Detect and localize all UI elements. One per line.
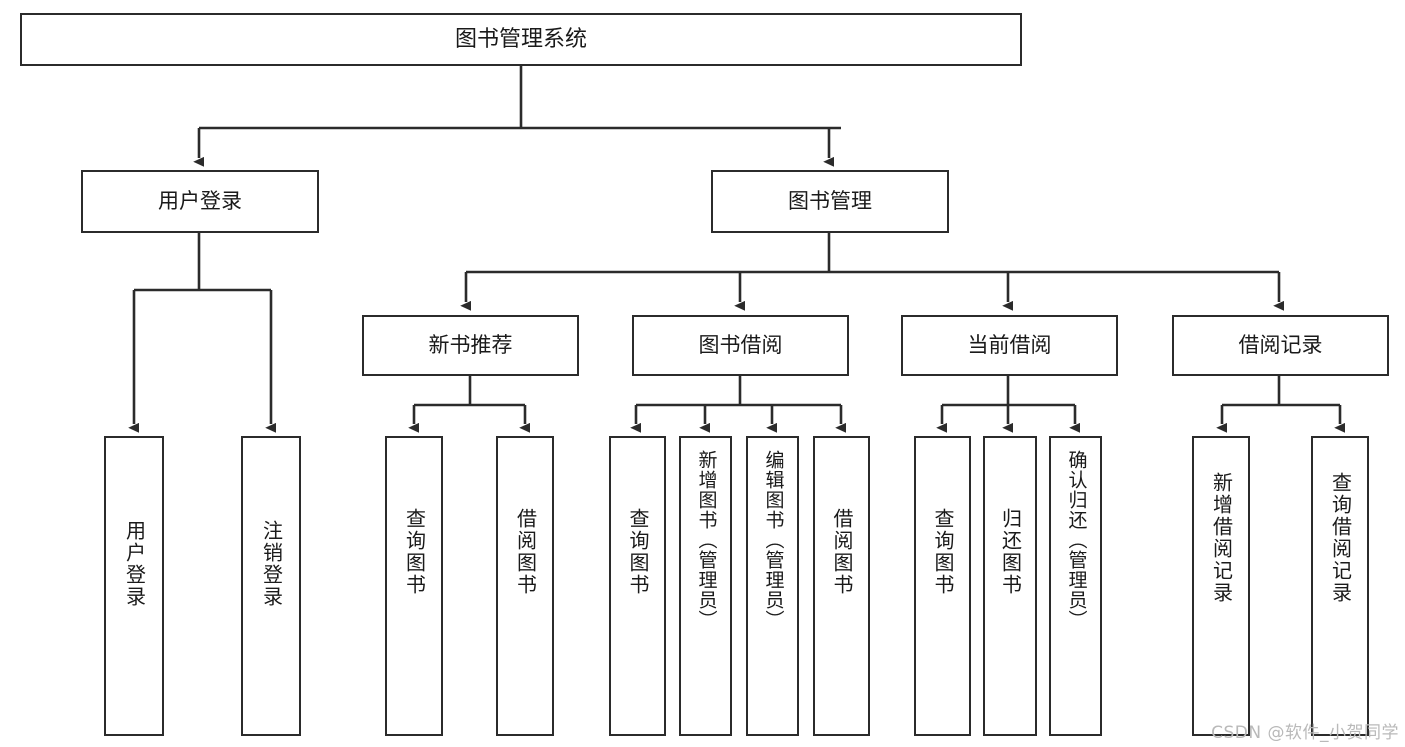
- node-leaf-add-record-label: 新增借阅记录: [1209, 472, 1234, 604]
- node-leaf-user-login[interactable]: 用户登录: [104, 436, 164, 736]
- node-leaf-borrow-book-1-label: 借阅图书: [513, 508, 538, 596]
- node-borrow-record-label: 借阅记录: [1238, 333, 1323, 358]
- node-leaf-query-record-label: 查询借阅记录: [1328, 472, 1353, 604]
- node-new-book-recommend[interactable]: 新书推荐: [362, 315, 579, 376]
- watermark-text: CSDN @软件_小贺同学: [1211, 723, 1399, 743]
- node-leaf-borrow-book-2[interactable]: 借阅图书: [813, 436, 870, 736]
- node-leaf-query-book-3-label: 查询图书: [931, 508, 955, 596]
- node-leaf-query-book-2[interactable]: 查询图书: [609, 436, 666, 736]
- node-leaf-user-logout[interactable]: 注销登录: [241, 436, 301, 736]
- node-current-borrow[interactable]: 当前借阅: [901, 315, 1118, 376]
- node-book-management[interactable]: 图书管理: [711, 170, 949, 233]
- node-borrow-record[interactable]: 借阅记录: [1172, 315, 1389, 376]
- node-leaf-confirm-return[interactable]: 确认归还（管理员）: [1049, 436, 1102, 736]
- node-leaf-return-book[interactable]: 归还图书: [983, 436, 1037, 736]
- node-leaf-confirm-return-label: 确认归还（管理员）: [1065, 450, 1088, 630]
- node-leaf-edit-book-label: 编辑图书（管理员）: [762, 450, 785, 630]
- node-leaf-return-book-label: 归还图书: [998, 508, 1023, 596]
- node-leaf-add-record[interactable]: 新增借阅记录: [1192, 436, 1250, 736]
- node-leaf-query-book-1[interactable]: 查询图书: [385, 436, 443, 736]
- node-leaf-query-book-2-label: 查询图书: [626, 508, 650, 596]
- node-leaf-query-record[interactable]: 查询借阅记录: [1311, 436, 1369, 736]
- node-leaf-edit-book[interactable]: 编辑图书（管理员）: [746, 436, 799, 736]
- node-leaf-query-book-3[interactable]: 查询图书: [914, 436, 971, 736]
- node-book-borrow[interactable]: 图书借阅: [632, 315, 849, 376]
- node-leaf-borrow-book-1[interactable]: 借阅图书: [496, 436, 554, 736]
- node-new-book-recommend-label: 新书推荐: [428, 333, 513, 358]
- node-leaf-add-book-label: 新增图书（管理员）: [695, 450, 718, 630]
- node-leaf-add-book[interactable]: 新增图书（管理员）: [679, 436, 732, 736]
- node-book-management-label: 图书管理: [788, 189, 872, 214]
- node-leaf-user-login-label: 用户登录: [122, 520, 147, 608]
- node-book-borrow-label: 图书借阅: [698, 333, 783, 358]
- node-leaf-user-logout-label: 注销登录: [259, 520, 284, 608]
- node-leaf-borrow-book-2-label: 借阅图书: [830, 508, 854, 596]
- node-current-borrow-label: 当前借阅: [967, 333, 1052, 358]
- node-root-label: 图书管理系统: [454, 26, 587, 52]
- node-user-login[interactable]: 用户登录: [81, 170, 319, 233]
- node-root[interactable]: 图书管理系统: [20, 13, 1022, 66]
- node-user-login-label: 用户登录: [158, 189, 242, 214]
- node-leaf-query-book-1-label: 查询图书: [402, 508, 427, 596]
